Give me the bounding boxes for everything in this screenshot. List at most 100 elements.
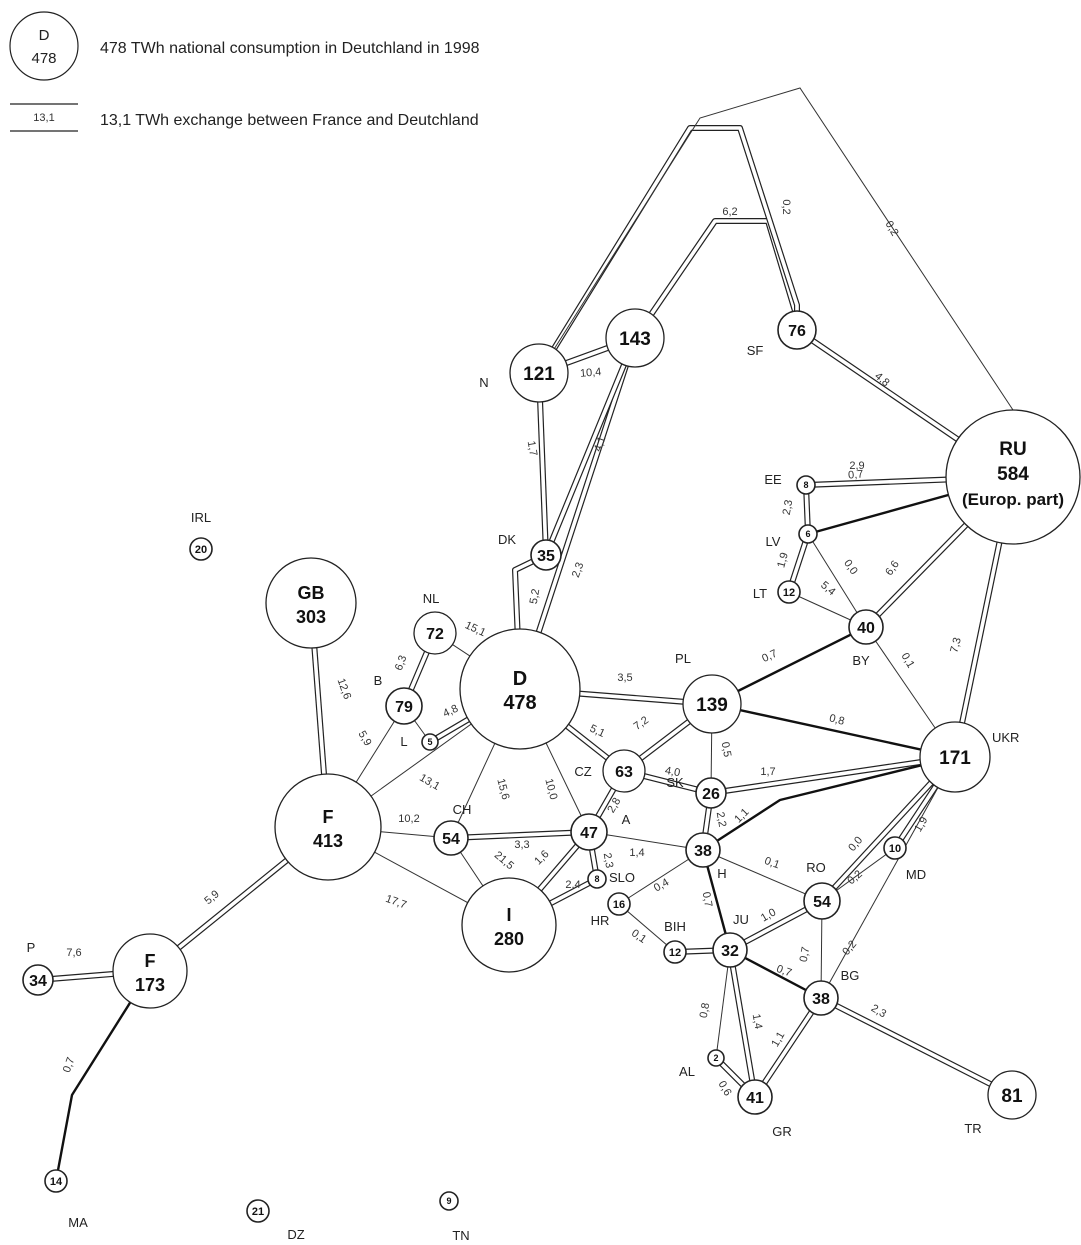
node-ch: 54 CH bbox=[433, 802, 472, 856]
node-label: BIH bbox=[664, 919, 686, 934]
edge-line bbox=[618, 903, 676, 953]
node-circle bbox=[461, 877, 557, 973]
edge-value: 2,3 bbox=[781, 499, 795, 516]
node-circle bbox=[189, 537, 213, 561]
node-lv: 6LV bbox=[766, 524, 818, 549]
node-value: 76 bbox=[788, 323, 806, 340]
node-circle bbox=[44, 1169, 68, 1193]
node-value: 32 bbox=[721, 943, 739, 960]
node-circle bbox=[712, 932, 748, 968]
node-label: MA bbox=[68, 1215, 88, 1230]
edge-value: 7,2 bbox=[632, 714, 651, 733]
node-label: N bbox=[479, 375, 488, 390]
node-label: SF bbox=[747, 343, 764, 358]
edge-value: 0,2 bbox=[840, 938, 859, 957]
node-circle bbox=[777, 310, 817, 350]
edge-value: 12,6 bbox=[335, 677, 354, 701]
edge-bg-tr: 2,3 bbox=[819, 995, 1014, 1098]
edge-value: 1,4 bbox=[750, 1013, 764, 1030]
edge-fill bbox=[537, 126, 799, 374]
node-value: 303 bbox=[296, 607, 326, 627]
node-a: 47A bbox=[570, 812, 631, 851]
node-label: DZ bbox=[287, 1227, 304, 1242]
node-circle bbox=[459, 628, 581, 750]
legend-edge-text: 13,1 TWh exchange between France and Deu… bbox=[100, 112, 479, 129]
node-value: 584 bbox=[997, 464, 1029, 485]
edge-value: 0,7 bbox=[61, 1056, 78, 1074]
node-circle bbox=[530, 539, 562, 571]
edge-line bbox=[588, 831, 704, 851]
node-value: 21 bbox=[252, 1206, 264, 1218]
edge-value: 0,8 bbox=[828, 712, 846, 728]
node-b: 79B bbox=[374, 673, 423, 725]
edge-value: 10,2 bbox=[398, 813, 419, 825]
edge-value: 0,0 bbox=[846, 834, 865, 853]
edge-e-ma: 0,7 bbox=[54, 970, 152, 1182]
node-label: PL bbox=[675, 651, 691, 666]
node-value: 40 bbox=[857, 620, 875, 637]
edge-value: 2,3 bbox=[601, 852, 615, 869]
edge-value: 15,1 bbox=[463, 619, 487, 639]
edge-h-ukr: 1,1 bbox=[702, 755, 956, 852]
node-label: CZ bbox=[574, 764, 591, 779]
edge-line bbox=[711, 702, 956, 759]
node-circle bbox=[413, 611, 457, 655]
node-label: D bbox=[513, 668, 527, 690]
edge-value: 4,8 bbox=[441, 703, 460, 720]
node-circle bbox=[848, 609, 884, 645]
node-label: L bbox=[400, 734, 407, 749]
edge-value: 5,2 bbox=[528, 588, 542, 605]
node-circle bbox=[607, 892, 631, 916]
edge-line bbox=[54, 970, 152, 1182]
node-value: 34 bbox=[29, 973, 47, 990]
edge-value: 1,1 bbox=[769, 1030, 787, 1049]
node-value: 12 bbox=[669, 947, 681, 959]
node-circle bbox=[265, 557, 357, 649]
edge-line bbox=[807, 533, 867, 628]
edge-value: 4,0 bbox=[664, 765, 681, 779]
edge-value: 7,6 bbox=[66, 947, 81, 959]
edge-value: 1,6 bbox=[532, 848, 551, 867]
node-circle bbox=[737, 1079, 773, 1115]
node-value: 143 bbox=[619, 329, 651, 350]
node-value: 280 bbox=[494, 929, 524, 949]
edge-value: 6,3 bbox=[393, 654, 410, 672]
edge-value: 2,3 bbox=[570, 561, 587, 579]
edge-n-dk: 1,7 bbox=[525, 372, 549, 556]
node-value: 9 bbox=[446, 1196, 451, 1206]
edge-value: 1,0 bbox=[759, 906, 778, 924]
node-label: CH bbox=[453, 802, 472, 817]
edge-value: 10,4 bbox=[580, 366, 602, 380]
node-value: 54 bbox=[813, 894, 831, 911]
edge-value: 0,8 bbox=[698, 1002, 712, 1019]
node-value: 5 bbox=[427, 737, 432, 747]
edge-value: 5,1 bbox=[588, 723, 607, 740]
node-value: 47 bbox=[580, 825, 598, 842]
node-circle bbox=[707, 1049, 725, 1067]
node-label: TR bbox=[964, 1121, 981, 1136]
edge-line bbox=[702, 849, 823, 902]
edge-value: 0,6 bbox=[716, 1079, 734, 1098]
node-value: 171 bbox=[939, 748, 971, 769]
edge-value: 0,1 bbox=[763, 855, 781, 872]
node-label: LT bbox=[753, 586, 767, 601]
node-label: MD bbox=[906, 867, 926, 882]
edge-d-s: 2,3 bbox=[517, 337, 638, 690]
edge-value: 0,7 bbox=[848, 468, 864, 481]
node-value: 54 bbox=[442, 831, 460, 848]
edge-fill bbox=[710, 755, 956, 795]
edge-value: 0,1 bbox=[899, 651, 917, 670]
